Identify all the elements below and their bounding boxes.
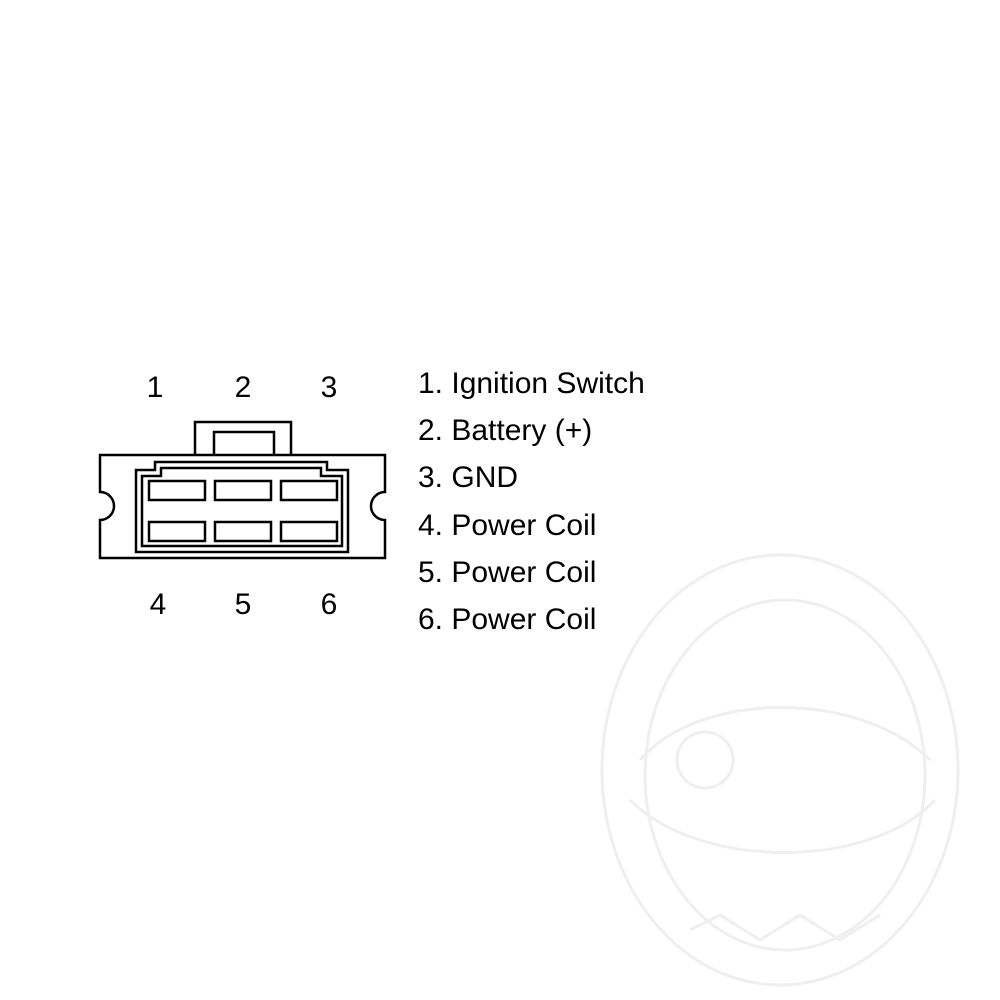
locking-tab-inner (212, 430, 276, 455)
legend-item: 2. Battery (+) (418, 414, 593, 448)
pin-number-3: 3 (320, 371, 338, 404)
terminal-slot-2 (213, 479, 273, 502)
legend-item: 4. Power Coil (418, 508, 597, 542)
pin-number-6: 6 (320, 588, 338, 621)
pin-number-4: 4 (149, 588, 167, 621)
legend-item: 5. Power Coil (418, 555, 597, 589)
pin-number-2: 2 (234, 371, 252, 404)
pin-legend: 1. Ignition Switch 2. Battery (+) 3. GND… (418, 360, 645, 643)
terminal-slot-4 (147, 520, 207, 543)
connector-housing (98, 453, 387, 560)
locking-tab-outer (193, 420, 293, 455)
terminal-slot-6 (279, 520, 339, 543)
legend-item: 1. Ignition Switch (418, 367, 645, 400)
terminal-slot-3 (279, 479, 339, 502)
terminal-slot-1 (147, 479, 207, 502)
legend-item: 6. Power Coil (418, 603, 597, 637)
inner-cavity-inner (140, 466, 344, 548)
inner-cavity-outer (134, 460, 350, 554)
pin-number-1: 1 (146, 371, 164, 404)
pin-number-5: 5 (234, 588, 252, 621)
legend-item: 3. GND (418, 461, 519, 495)
terminal-slot-5 (213, 520, 273, 543)
